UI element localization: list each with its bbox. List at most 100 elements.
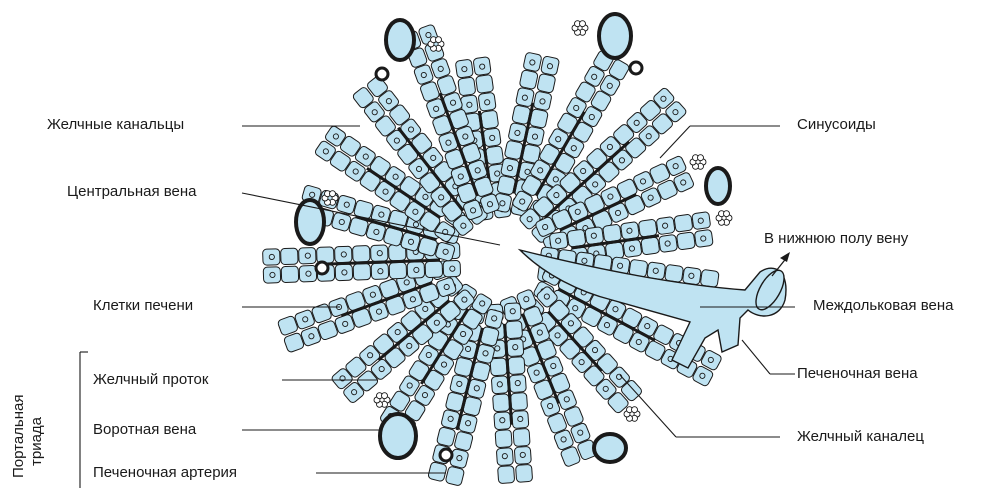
- hepatocyte: [336, 195, 357, 215]
- hepatocyte-cords: [263, 24, 723, 486]
- hepatocyte: [353, 264, 371, 281]
- hepatic-artery-branch: [440, 449, 452, 461]
- hepatocyte: [299, 247, 317, 264]
- hepatocyte: [425, 261, 443, 278]
- label-bile-duct: Желчный проток: [93, 371, 208, 389]
- hepatocyte: [445, 466, 465, 486]
- hepatocyte: [490, 358, 507, 376]
- bile-duct-cluster: [632, 407, 638, 413]
- bile-duct-cluster: [436, 37, 442, 43]
- label-bile-canaliculus: Желчный каналец: [797, 428, 924, 446]
- portal-vein-branch: [386, 20, 414, 60]
- hepatocyte: [665, 264, 684, 282]
- label-central-vein: Центральная вена: [67, 183, 197, 201]
- hepatocyte: [519, 70, 538, 90]
- hepatocyte: [455, 59, 473, 78]
- portal-triad-bracket: [80, 352, 88, 488]
- hepatocyte: [516, 464, 533, 482]
- hepatocyte: [389, 262, 407, 279]
- hepatocyte: [603, 224, 622, 242]
- hepatocyte: [540, 56, 559, 76]
- portal-vein-branch: [380, 414, 416, 458]
- hepatocyte: [694, 229, 713, 247]
- hepatocyte: [641, 237, 660, 255]
- hepatocyte: [692, 212, 711, 230]
- hepatocyte: [263, 249, 281, 266]
- hepatocyte: [700, 269, 719, 287]
- hepatocyte: [494, 412, 511, 430]
- hepatocyte: [473, 57, 491, 76]
- portal-triad-label-line2: триада: [28, 417, 45, 466]
- hepatocyte: [567, 229, 586, 247]
- hepatocyte: [638, 219, 657, 237]
- hepatocyte: [514, 446, 531, 464]
- hepatocyte: [659, 234, 678, 252]
- hepatic-artery-branch: [316, 262, 328, 274]
- hepatocyte: [507, 339, 524, 357]
- hepatocyte: [317, 247, 335, 264]
- hepatocyte: [656, 217, 675, 235]
- hepatocyte: [371, 263, 389, 280]
- hepatocyte: [454, 431, 474, 451]
- hepatocyte: [263, 267, 281, 284]
- bile-duct-cluster: [580, 21, 586, 27]
- hepatocyte: [483, 128, 501, 147]
- hepatocyte: [505, 321, 522, 339]
- hepatocyte: [533, 91, 552, 111]
- label-hepatic-vein: Печеночная вена: [797, 365, 918, 383]
- hepatocyte: [496, 448, 513, 466]
- bile-duct-cluster: [724, 211, 730, 217]
- hepatocyte: [493, 394, 510, 412]
- hepatocyte: [623, 239, 642, 257]
- hepatocyte: [335, 264, 353, 281]
- hepatocyte: [585, 227, 604, 245]
- hepatocyte: [299, 265, 317, 282]
- hepatocyte: [481, 110, 499, 129]
- hepatocyte: [513, 428, 530, 446]
- hepatocyte: [509, 375, 526, 393]
- hepatocyte: [484, 309, 504, 329]
- hepatocyte: [352, 246, 370, 263]
- label-portal-vein: Воротная вена: [93, 421, 196, 439]
- hepatocyte: [508, 357, 525, 375]
- hepatocyte: [523, 52, 542, 72]
- hepatocyte: [476, 74, 494, 93]
- hepatocyte: [458, 77, 476, 96]
- hepatocyte: [491, 376, 508, 394]
- hepatocyte: [676, 232, 695, 250]
- portal-vein-branch: [594, 434, 626, 462]
- hepatocyte: [504, 303, 521, 321]
- hepatocyte: [407, 262, 425, 279]
- label-liver-cells: Клетки печени: [93, 297, 193, 315]
- hepatic-artery-branch: [376, 68, 388, 80]
- hepatocyte: [620, 222, 639, 240]
- hepatocyte: [486, 146, 504, 165]
- hepatocyte: [428, 462, 448, 482]
- bile-duct-cluster: [382, 393, 388, 399]
- label-hepatic-artery: Печеночная артерия: [93, 464, 237, 482]
- hepatocyte: [281, 266, 299, 283]
- hepatocyte: [537, 73, 556, 93]
- portal-vein-branch: [599, 14, 631, 58]
- label-interlobular-vein: Междольковая вена: [813, 297, 953, 315]
- label-bile-canaliculi: Желчные канальцы: [47, 116, 184, 134]
- portal-triad-label-line1: Портальная: [10, 395, 27, 479]
- hepatocyte: [436, 427, 456, 447]
- label-sinusoids: Синусоиды: [797, 116, 876, 134]
- hepatocyte: [443, 260, 461, 277]
- hepatocyte: [495, 430, 512, 448]
- hepatocyte: [498, 466, 515, 484]
- hepatocyte: [478, 92, 496, 111]
- ivc-arrow-head: [780, 252, 790, 262]
- portal-triad-label: Портальная триада: [10, 374, 50, 484]
- hepatic-artery-branch: [630, 62, 642, 74]
- hepatocyte: [510, 392, 527, 410]
- label-to-ivc: В нижнюю полу вену: [764, 230, 908, 248]
- bile-duct-cluster: [698, 155, 704, 161]
- hepatocyte: [512, 410, 529, 428]
- hepatocyte: [335, 246, 353, 263]
- hepatocyte: [674, 214, 693, 232]
- bile-duct-cluster: [330, 191, 336, 197]
- hepatocyte: [549, 232, 568, 250]
- hepatocyte: [370, 245, 388, 262]
